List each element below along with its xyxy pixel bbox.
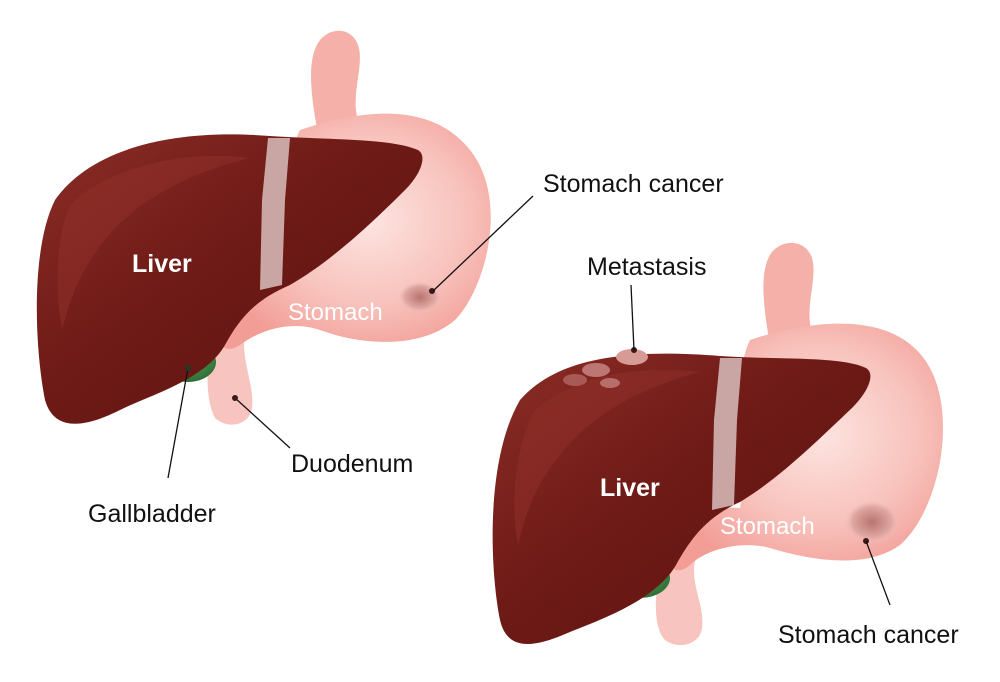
liver-highlight-a	[57, 155, 250, 330]
tumor-b	[844, 500, 900, 544]
leader-stomach-cancer-b	[865, 540, 891, 606]
gallbladder-label-a: Gallbladder	[88, 500, 216, 528]
falciform-ligament-a	[260, 138, 290, 290]
falciform-ligament-b	[712, 358, 742, 510]
tumor-a	[398, 281, 442, 313]
liver-label-a: Liver	[132, 250, 192, 278]
stomach-label-a: Stomach	[288, 299, 383, 326]
stomach-label-b: Stomach	[720, 513, 815, 540]
esophagus-b	[763, 242, 824, 352]
metastasis-label-b: Metastasis	[587, 253, 706, 281]
stomach-cancer-label-a: Stomach cancer	[543, 170, 724, 198]
leader-metastasis-b	[630, 284, 635, 351]
leader-duodenum-a	[234, 397, 291, 449]
diagram-b: Liver Stomach Metastasis Stomach cancer	[492, 242, 959, 649]
diagram-a: Liver Stomach Stomach cancer Duodenum Ga…	[36, 30, 724, 528]
leader-stomach-cancer-a	[432, 195, 534, 292]
esophagus-a	[311, 30, 370, 141]
stomach-cancer-label-b: Stomach cancer	[778, 621, 959, 649]
liver-highlight-b	[514, 369, 700, 545]
leader-gallbladder-a	[167, 367, 189, 479]
metastasis-spots	[563, 349, 648, 388]
duodenum-label-a: Duodenum	[291, 450, 413, 478]
liver-label-b: Liver	[600, 474, 660, 502]
